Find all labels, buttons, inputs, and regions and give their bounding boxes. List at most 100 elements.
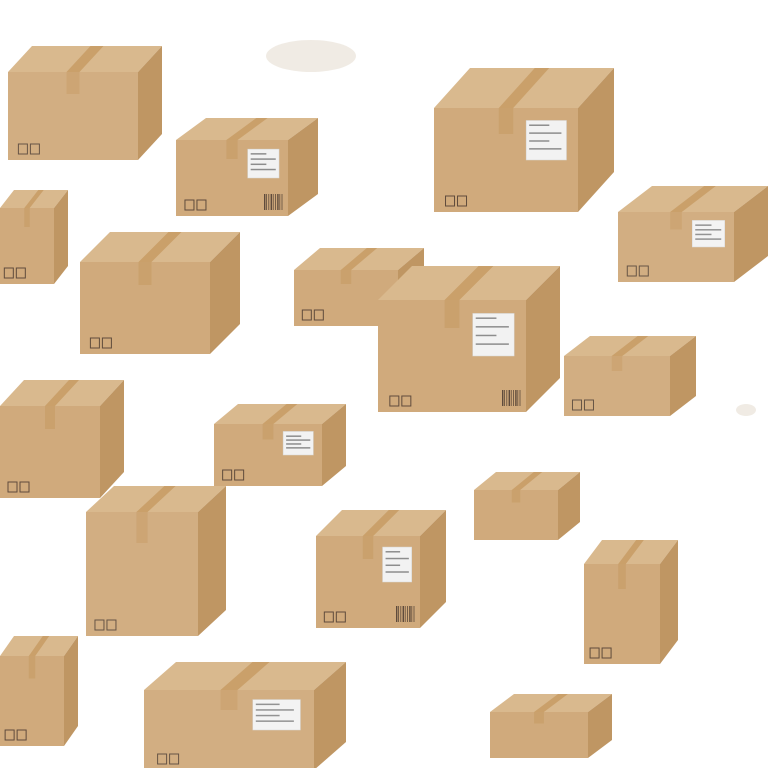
this-side-up-icon: [445, 195, 456, 207]
box-side: [526, 266, 560, 412]
box-side: [578, 68, 614, 212]
label-line: [475, 317, 497, 319]
fragile-icon: [335, 611, 346, 623]
cardboard-box: [316, 510, 446, 628]
packing-tape: [45, 406, 55, 429]
fragile-icon: [457, 195, 468, 207]
packing-tape: [498, 68, 550, 108]
packing-tape: [340, 270, 352, 284]
wear-overlay: [0, 406, 100, 498]
wear-overlay: [584, 564, 660, 664]
barcode-bar: [404, 606, 406, 622]
cardboard-box: [474, 472, 580, 540]
barcode-bar: [266, 194, 267, 210]
cardboard-box: [564, 336, 696, 416]
barcode-bar: [268, 194, 270, 210]
packing-tape: [618, 564, 626, 589]
packing-tape: [362, 510, 400, 536]
label-line: [385, 564, 401, 567]
label-line: [475, 326, 509, 328]
label-line: [475, 334, 497, 337]
barcode-bar: [279, 194, 281, 210]
packing-tape: [226, 118, 268, 140]
fragile-icon: [106, 619, 117, 631]
packing-tape: [340, 248, 378, 270]
wear-overlay: [434, 108, 578, 212]
box-side: [734, 186, 768, 282]
this-side-up-icon: [184, 199, 195, 211]
barcode-bar: [513, 390, 514, 406]
this-side-up-icon: [17, 143, 28, 155]
label-line: [695, 229, 722, 231]
box-side: [138, 46, 162, 160]
packing-tape: [262, 404, 298, 424]
barcode-bar: [502, 390, 504, 406]
packing-tape: [45, 380, 79, 406]
packing-tape: [136, 512, 148, 543]
barcode-bar: [281, 194, 283, 210]
label-line: [529, 124, 550, 126]
barcode-bar: [413, 606, 415, 622]
label-line: [385, 557, 409, 560]
this-side-up-icon: [222, 469, 233, 481]
label-line: [255, 720, 294, 722]
fragile-icon: [401, 395, 412, 407]
packing-tape: [28, 636, 50, 656]
fragile-icon: [313, 309, 324, 321]
label-line: [286, 439, 311, 441]
label-line: [529, 148, 562, 150]
wear-overlay: [176, 140, 288, 216]
barcode-bar: [504, 390, 505, 406]
packing-tape: [136, 486, 176, 512]
barcode-bar: [515, 390, 517, 406]
fragile-icon: [29, 143, 40, 155]
box-side: [54, 190, 68, 284]
box-side: [588, 694, 612, 758]
wear-overlay: [490, 712, 588, 758]
barcode-bar: [396, 606, 398, 622]
label-line: [385, 571, 409, 573]
label-line: [255, 703, 280, 706]
barcode-bar: [409, 606, 411, 622]
barcode-bar: [398, 606, 399, 622]
this-side-up-icon: [323, 611, 334, 623]
this-side-up-icon: [571, 399, 582, 411]
this-side-up-icon: [7, 481, 18, 493]
packing-tape: [262, 424, 274, 440]
this-side-up-icon: [94, 619, 105, 631]
barcode-bar: [407, 606, 408, 622]
cardboard-box: [0, 380, 124, 498]
packing-tape: [220, 662, 270, 690]
this-side-up-icon: [4, 729, 15, 741]
label-line: [255, 714, 280, 717]
fragile-icon: [638, 265, 649, 277]
cardboard-box: [144, 662, 346, 768]
label-line: [475, 343, 509, 345]
fragile-icon: [234, 469, 245, 481]
packing-tape: [138, 232, 182, 262]
barcode-bar: [510, 390, 512, 406]
box-side: [558, 472, 580, 540]
packing-tape: [534, 694, 568, 712]
label-line: [250, 153, 267, 155]
fragile-icon: [15, 267, 26, 279]
barcode-bar: [264, 194, 266, 210]
barcode-bar: [272, 194, 274, 210]
barcode-bar: [277, 194, 279, 210]
barcode-bar: [508, 390, 510, 406]
box-side: [288, 118, 318, 216]
packing-tape: [511, 472, 543, 490]
label-line: [286, 443, 302, 445]
label-line: [255, 709, 294, 711]
label-line: [250, 158, 276, 160]
this-side-up-icon: [157, 753, 168, 765]
packing-tape: [498, 108, 514, 134]
smudge: [736, 404, 756, 416]
fragile-icon: [583, 399, 594, 411]
box-side: [420, 510, 446, 628]
label-line: [286, 435, 302, 437]
this-side-up-icon: [89, 337, 100, 349]
fragile-icon: [101, 337, 112, 349]
label-line: [529, 132, 562, 134]
